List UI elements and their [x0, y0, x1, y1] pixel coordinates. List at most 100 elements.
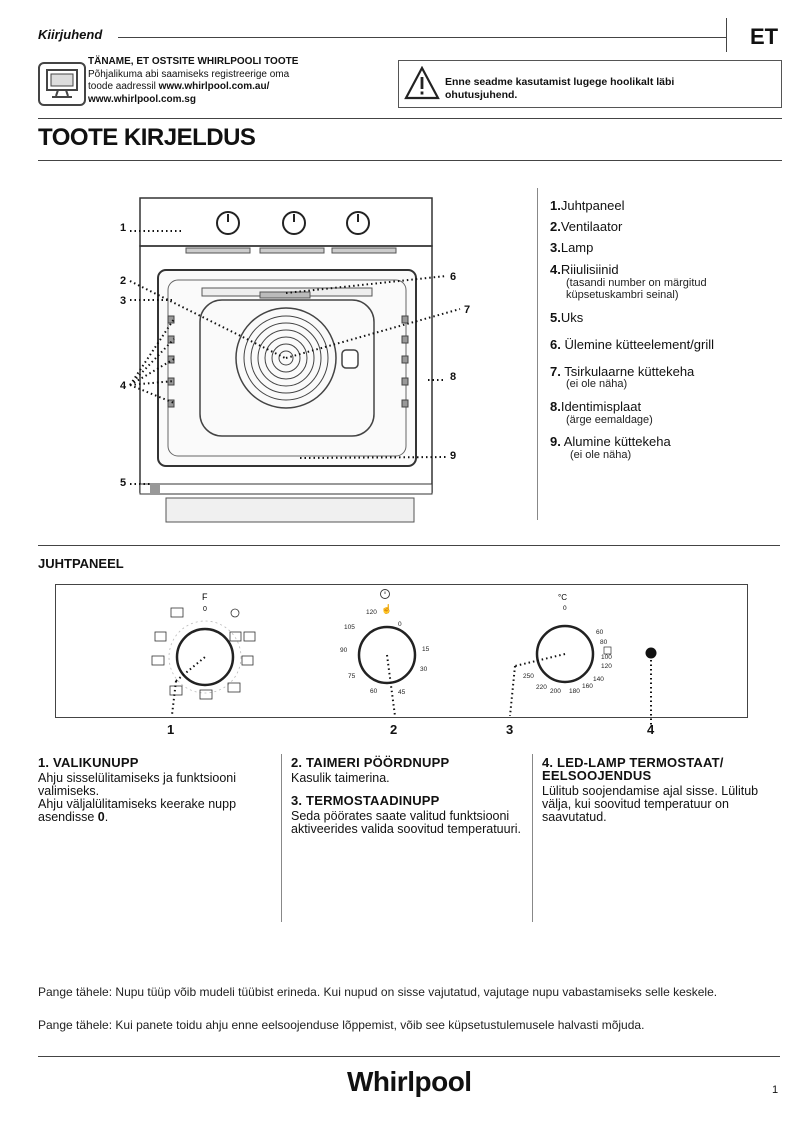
- thermostat-zero: 0: [563, 605, 567, 612]
- warning-box: [398, 60, 782, 108]
- thermo-scale-180: 180: [569, 688, 580, 695]
- warning-line1: Enne seadme kasutamist lugege hoolikalt …: [445, 76, 675, 88]
- selector-f-label: F: [202, 592, 208, 602]
- thermostat-unit: °C: [558, 593, 567, 602]
- page-number: 1: [772, 1084, 779, 1096]
- timer-scale-0: 0: [398, 621, 402, 628]
- diagram-callout-5: 5: [120, 477, 126, 489]
- timer-scale-60: 60: [370, 688, 378, 695]
- selector-knob-text1: Ahju sisselülitamiseks ja funktsiooni va…: [38, 771, 237, 798]
- diagram-callout-7: 7: [464, 304, 470, 316]
- diagram-callout-8: 8: [450, 371, 456, 383]
- selector-zero: 0: [203, 606, 207, 613]
- part-note-4: (tasandi number on märgitud küpsetuskamb…: [566, 277, 707, 301]
- timer-scale-30: 30: [420, 666, 428, 673]
- selector-knob: F 0: [140, 590, 270, 716]
- thermostat-knob: °C 0 60 80 100 120 140 160 180 200 220 2…: [505, 590, 635, 717]
- part-item-8: 8.Identimisplaat: [550, 399, 642, 414]
- thermostat-knob-text: Seda pöörates saate valitud funktsiooni …: [291, 809, 521, 836]
- column-divider-1: [281, 754, 282, 922]
- panel-callout-4: 4: [647, 722, 655, 737]
- timer-scale-90: 90: [340, 647, 348, 654]
- part-item-1: 1.Juhtpaneel: [550, 198, 625, 213]
- part-item-6: 6. Ülemine kütteelement/grill: [550, 337, 715, 352]
- diagram-divider: [537, 188, 538, 520]
- part-item-5: 5.Uks: [550, 310, 584, 325]
- thermostat-knob-title: 3. TERMOSTAADINUPP: [291, 793, 440, 808]
- page-title: TOOTE KIRJELDUS: [38, 124, 256, 151]
- registration-line2: toode aadressil: [88, 81, 159, 92]
- panel-callout-3: 3: [506, 722, 514, 737]
- diagram-callout-9: 9: [450, 450, 456, 462]
- diagram-callout-2: 2: [120, 275, 126, 287]
- diagram-callout-3: 3: [120, 295, 126, 307]
- thermo-scale-220: 220: [536, 684, 547, 691]
- registration-info: TÄNAME, ET OSTSITE WHIRLPOOLI TOOTE Põhj…: [88, 56, 378, 106]
- language-code: ET: [750, 24, 779, 49]
- warning-line2: ohutusjuhend.: [445, 88, 518, 101]
- selector-knob-title: 1. VALIKUNUPP: [38, 755, 139, 770]
- header-bottom-rule: [38, 118, 782, 119]
- led-lamp-title-2: EELSOOJENDUS: [542, 768, 652, 783]
- description-col-2: 2. TAIMERI PÖÖRDNUPP Kasulik taimerina. …: [291, 756, 521, 836]
- timer-knob-title: 2. TAIMERI PÖÖRDNUPP: [291, 755, 450, 770]
- timer-scale-45: 45: [398, 689, 406, 696]
- led-lamp: [640, 644, 664, 726]
- section-rule: [38, 545, 780, 546]
- timer-scale-105: 105: [344, 624, 355, 631]
- header-tick: [726, 18, 727, 52]
- selector-knob-text2: Ahju väljalülitamiseks keerake nupp asen…: [38, 797, 237, 824]
- description-col-1: 1. VALIKUNUPP Ahju sisselülitamiseks ja …: [38, 756, 266, 824]
- diagram-callout-6: 6: [450, 271, 456, 283]
- registration-url-sg[interactable]: www.whirlpool.com.sg: [88, 93, 196, 105]
- panel-callout-2: 2: [390, 722, 398, 737]
- part-item-2: 2.Ventilaator: [550, 219, 623, 234]
- timer-scale-75: 75: [348, 673, 356, 680]
- section-title: JUHTPANEEL: [38, 556, 124, 571]
- description-col-3: 4. LED-LAMP TERMOSTAAT/ EELSOOJENDUS Lül…: [542, 756, 780, 824]
- control-panel-box: [55, 584, 748, 718]
- part-note-7: (ei ole näha): [566, 378, 628, 390]
- selector-knob-period: .: [104, 810, 109, 824]
- thermo-scale-100: 100: [601, 654, 612, 661]
- thermo-scale-140: 140: [593, 676, 604, 683]
- part-note-9: (ei ole näha): [570, 449, 632, 461]
- thermo-scale-160: 160: [582, 683, 593, 690]
- led-lamp-text: Lülitub soojendamise ajal sisse. Lülitub…: [542, 784, 759, 824]
- part-item-4: 4.Riiulisiinid: [550, 262, 619, 277]
- guide-title: Kiirjuhend: [38, 27, 103, 42]
- diagram-callout-1: 1: [120, 222, 126, 234]
- hand-icon: ☝: [381, 603, 392, 615]
- registration-line1: Põhjalikuma abi saamiseks registreerige …: [88, 68, 290, 80]
- thermo-scale-60: 60: [596, 629, 604, 636]
- thermo-scale-120: 120: [601, 663, 612, 670]
- part-note-8: (ärge eemaldage): [566, 414, 653, 426]
- timer-knob: ☝ 120 0 15 30 45 60 75 90 105: [330, 588, 450, 717]
- timer-knob-text: Kasulik taimerina.: [291, 771, 390, 785]
- oven-diagram: 1 2 3 4 5 6 7 8 9: [110, 188, 490, 533]
- warning-text: Enne seadme kasutamist lugege hoolikalt …: [445, 76, 765, 101]
- thermo-scale-200: 200: [550, 688, 561, 695]
- thermo-scale-250: 250: [523, 673, 534, 680]
- thermo-scale-80: 80: [600, 639, 608, 646]
- footnote-2: Pange tähele: Kui panete toidu ahju enne…: [38, 1018, 645, 1032]
- part-item-9: 9. Alumine küttekeha: [550, 434, 671, 449]
- footer-rule: [38, 1056, 780, 1057]
- diagram-callout-4: 4: [120, 380, 127, 392]
- panel-callout-1: 1: [167, 722, 175, 737]
- warning-icon: [404, 65, 440, 105]
- brand-logo: Whirlpool: [347, 1066, 472, 1097]
- column-divider-2: [532, 754, 533, 922]
- timer-scale-15: 15: [422, 646, 430, 653]
- part-item-7: 7. Tsirkulaarne küttekeha: [550, 364, 695, 379]
- title-rule: [38, 160, 782, 161]
- header-rule: [118, 37, 726, 38]
- led-lamp-title-1: 4. LED-LAMP TERMOSTAAT/: [542, 755, 724, 770]
- registration-title: TÄNAME, ET OSTSITE WHIRLPOOLI TOOTE: [88, 56, 299, 67]
- registration-url-au[interactable]: www.whirlpool.com.au/: [158, 81, 270, 92]
- timer-scale-120: 120: [366, 609, 377, 616]
- monitor-icon: [38, 62, 86, 106]
- off-position-symbol: 0: [97, 810, 105, 824]
- part-item-3: 3.Lamp: [550, 240, 594, 255]
- footnote-1: Pange tähele: Nupu tüüp võib mudeli tüüb…: [38, 985, 718, 999]
